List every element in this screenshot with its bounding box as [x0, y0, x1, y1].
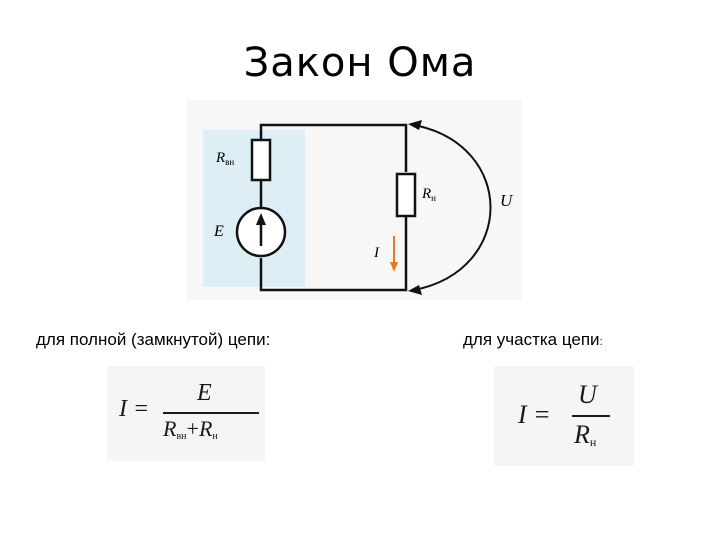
formula-full-circuit: I = E Rвн+Rн — [107, 366, 265, 461]
voltage-arrow-top-icon — [408, 120, 422, 130]
caption-segment-text: для участка цепи — [463, 330, 600, 349]
formula-full-denominator: Rвн+Rн — [163, 416, 218, 442]
caption-full-circuit: для полной (замкнутой) цепи: — [36, 330, 271, 349]
load-resistor-label: Rн — [421, 186, 436, 203]
source-arrow-head-icon — [256, 213, 266, 225]
current-arrow-head-icon — [390, 262, 398, 272]
voltage-arrow-bottom-icon — [408, 285, 422, 295]
formula-segment-lhs: I = — [518, 400, 551, 429]
internal-resistor-label: Rвн — [215, 150, 234, 167]
caption-segment: для участка цепи: — [463, 330, 603, 350]
load-resistor — [395, 172, 417, 218]
source-label: E — [213, 223, 224, 240]
formula-segment-numerator: U — [578, 380, 597, 409]
circuit-diagram: Rвн E Rн U I — [186, 100, 522, 300]
page-title: Закон Ома — [243, 40, 477, 86]
formula-full-lhs: I = — [119, 396, 150, 422]
caption-segment-colon: : — [599, 336, 603, 348]
internal-resistor — [250, 138, 272, 182]
formula-full-fraction-bar — [163, 412, 259, 414]
formula-segment-denominator: Rн — [574, 420, 597, 449]
current-label: I — [373, 245, 380, 261]
formula-segment: I = U Rн — [494, 366, 634, 466]
formula-full-numerator: E — [197, 380, 212, 406]
formula-segment-fraction-bar — [572, 415, 610, 417]
voltage-label: U — [500, 191, 514, 210]
voltage-arc — [413, 124, 492, 291]
